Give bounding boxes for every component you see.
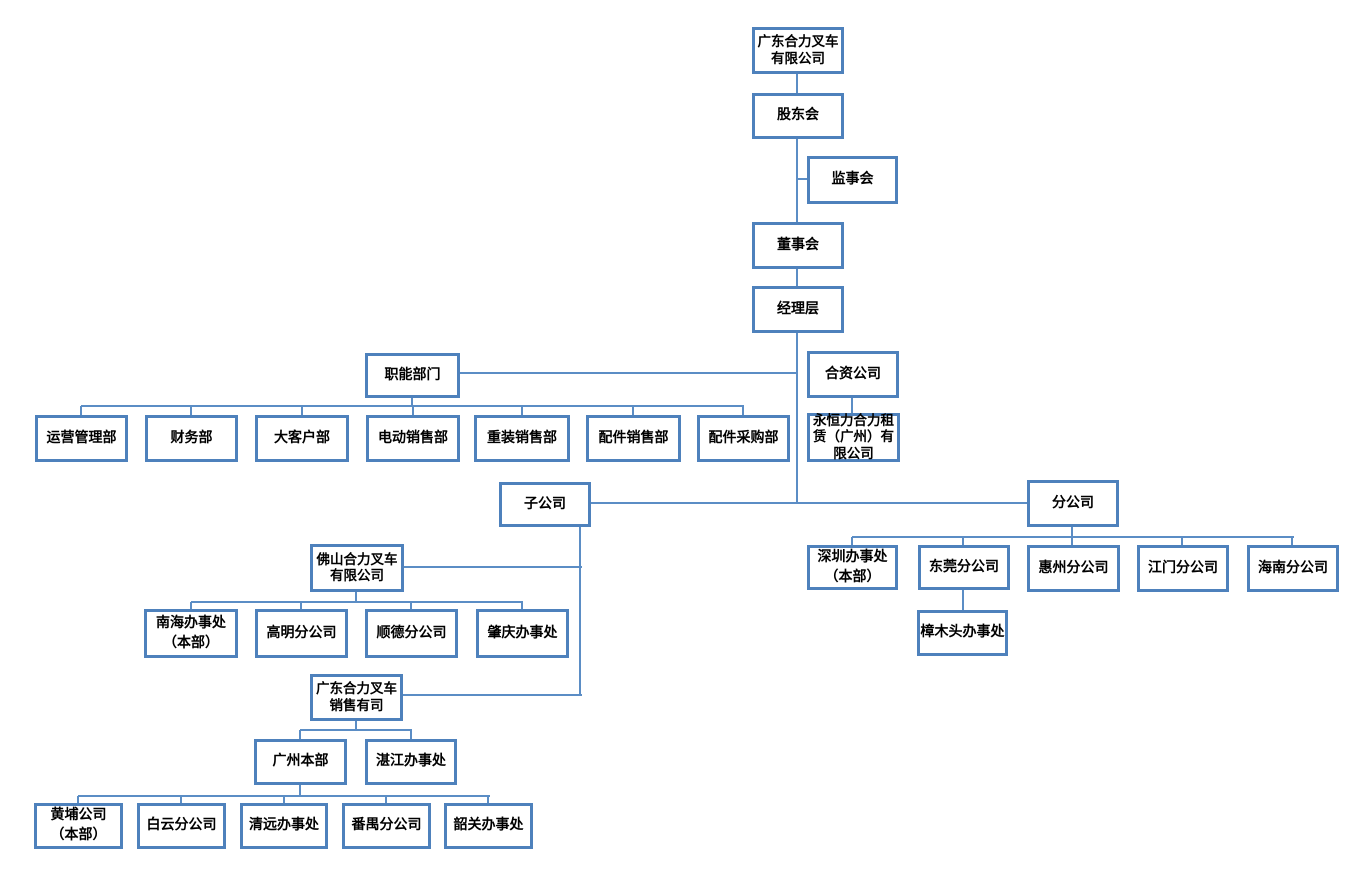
org-node-supervisors: 监事会 (807, 156, 898, 204)
connector-line (632, 406, 634, 415)
connector-line (180, 796, 182, 803)
connector-line (283, 796, 285, 803)
org-node-guangzhou-hq: 广州本部 (254, 739, 347, 785)
org-node-foshan-heli: 佛山合力叉车 有限公司 (310, 544, 404, 592)
connector-line (77, 796, 79, 803)
connector-line (797, 178, 807, 180)
connector-line (404, 566, 582, 568)
org-node-parts-sales: 配件销售部 (586, 415, 681, 462)
connector-line (460, 372, 798, 374)
connector-line (1071, 537, 1073, 545)
org-node-hainan-branch: 海南分公司 (1247, 545, 1339, 592)
org-node-shaoguan-office: 韶关办事处 (444, 803, 533, 849)
connector-line (299, 730, 301, 739)
connector-line (412, 406, 414, 415)
connector-line (410, 602, 412, 609)
org-node-shunde-branch: 顺德分公司 (365, 609, 458, 658)
connector-line (962, 537, 964, 545)
connector-line (851, 398, 853, 413)
connector-line (1291, 537, 1293, 545)
org-node-functional-depts: 职能部门 (365, 353, 460, 398)
org-node-nanhai-office: 南海办事处 （本部） (144, 609, 238, 658)
connector-line (403, 694, 582, 696)
org-node-zhanjiang-office: 湛江办事处 (365, 739, 457, 785)
connector-line (962, 590, 964, 610)
connector-line (742, 406, 744, 415)
org-node-zhangmutou-office: 樟木头办事处 (917, 610, 1008, 656)
org-node-heavy-sales: 重装销售部 (474, 415, 570, 462)
connector-line (300, 602, 302, 609)
org-node-panyu-branch: 番禺分公司 (342, 803, 431, 849)
org-node-shareholders: 股东会 (752, 93, 844, 139)
connector-line (355, 592, 357, 603)
org-node-ops-mgmt: 运营管理部 (35, 415, 128, 462)
connector-line (1071, 527, 1073, 538)
connector-line (487, 796, 489, 803)
org-node-board: 董事会 (752, 222, 844, 269)
org-node-gaoming-branch: 高明分公司 (255, 609, 348, 658)
org-node-shenzhen-office: 深圳办事处 （本部） (807, 545, 898, 590)
connector-line (190, 602, 192, 609)
connector-line (300, 729, 412, 731)
org-node-joint-venture: 合资公司 (807, 351, 899, 398)
org-node-qingyuan-office: 清远办事处 (240, 803, 328, 849)
connector-line (591, 502, 1027, 504)
org-node-baiyun-branch: 白云分公司 (137, 803, 226, 849)
org-node-zhaoqing-office: 肇庆办事处 (476, 609, 569, 658)
connector-line (80, 406, 82, 415)
connector-line (410, 730, 412, 739)
connector-line (301, 406, 303, 415)
org-node-gd-heli-root: 广东合力叉车 有限公司 (752, 27, 844, 74)
org-node-finance: 财务部 (145, 415, 238, 462)
connector-line (796, 139, 798, 223)
connector-line (299, 785, 301, 797)
org-node-key-accounts: 大客户部 (255, 415, 349, 462)
connector-line (411, 398, 413, 407)
org-node-dongguan-branch: 东莞分公司 (918, 545, 1010, 590)
connector-line (796, 333, 798, 504)
connector-line (796, 269, 798, 287)
connector-line (521, 406, 523, 415)
org-node-management: 经理层 (752, 286, 844, 333)
connector-line (1181, 537, 1183, 545)
connector-line (385, 796, 387, 803)
org-node-jiangmen-branch: 江门分公司 (1137, 545, 1229, 592)
org-node-electric-sales: 电动销售部 (366, 415, 460, 462)
connector-line (190, 406, 192, 415)
connector-line (796, 74, 798, 93)
org-node-jungheinrich-heli: 永恒力合力租 赁（广州）有 限公司 (807, 413, 900, 462)
connector-line (852, 536, 1294, 538)
org-node-gd-heli-sales: 广东合力叉车 销售有司 (310, 674, 403, 721)
connector-line (851, 537, 853, 545)
org-node-parts-purchasing: 配件采购部 (697, 415, 790, 462)
org-node-huizhou-branch: 惠州分公司 (1027, 545, 1120, 592)
org-node-branches: 分公司 (1027, 480, 1119, 527)
connector-line (521, 602, 523, 609)
org-node-huangpu-company: 黄埔公司 （本部） (34, 803, 123, 849)
connector-line (579, 527, 581, 696)
org-node-subsidiaries: 子公司 (499, 482, 591, 527)
connector-line (191, 601, 523, 603)
connector-line (355, 721, 357, 731)
